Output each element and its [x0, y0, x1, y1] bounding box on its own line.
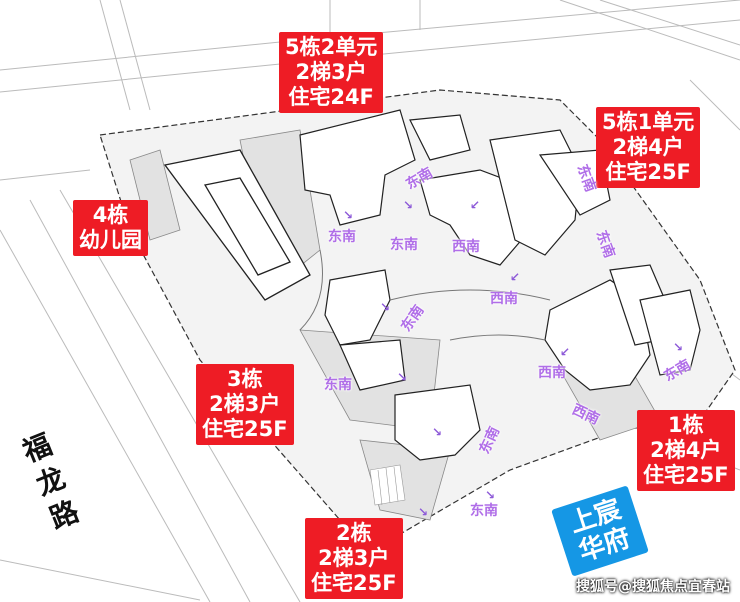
building-label-line: 2梯4户	[650, 438, 722, 462]
building-label-4: 4栋 幼儿园	[73, 200, 148, 256]
direction-arrow-icon: ↙	[470, 198, 481, 212]
building-label-1: 1栋 2梯4户 住宅25F	[637, 410, 735, 491]
direction-arrow-icon: ↙	[560, 345, 571, 359]
direction-arrow-icon: ↙	[510, 270, 521, 284]
building-label-line: 2梯3户	[318, 546, 390, 570]
orientation-label: 西南	[452, 239, 480, 255]
building-label-line: 5栋1单元	[602, 110, 695, 134]
direction-arrow-icon: ↘	[418, 505, 429, 519]
building-label-line: 2栋	[335, 521, 372, 545]
building-label-5-unit-2: 5栋2单元 2梯3户 住宅24F	[279, 32, 384, 113]
building-label-line: 住宅25F	[643, 463, 729, 487]
direction-arrow-icon: ↘	[343, 208, 354, 222]
direction-arrow-icon: ↘	[380, 300, 391, 314]
building-label-line: 住宅25F	[311, 571, 397, 595]
orientation-label: 东南	[470, 503, 498, 519]
building-label-line: 3栋	[226, 367, 263, 391]
orientation-label: 西南	[490, 291, 518, 307]
direction-arrow-icon: ↘	[403, 198, 414, 212]
direction-arrow-icon: ↘	[485, 488, 496, 502]
orientation-label: 东南	[328, 229, 356, 245]
building-label-2: 2栋 2梯3户 住宅25F	[305, 518, 403, 599]
building-label-line: 2梯4户	[612, 135, 684, 159]
building-label-line: 5栋2单元	[285, 35, 378, 59]
building-label-5-unit-1: 5栋1单元 2梯4户 住宅25F	[596, 107, 701, 188]
orientation-label: 东南	[390, 237, 418, 253]
internal-road	[299, 249, 551, 341]
building-label-line: 住宅25F	[605, 160, 691, 184]
direction-arrow-icon: ↘	[673, 340, 684, 354]
residential-footprints	[299, 109, 701, 461]
direction-arrow-icon: ↘	[397, 370, 408, 384]
orientation-label: 西南	[538, 365, 566, 381]
building-label-3: 3栋 2梯3户 住宅25F	[196, 364, 294, 445]
watermark: 搜狐号@搜狐焦点宜春站	[576, 579, 730, 595]
parking-grid	[369, 464, 406, 506]
building-label-line: 2梯3户	[295, 60, 367, 84]
building-label-line: 住宅25F	[202, 417, 288, 441]
building-label-line: 4栋	[92, 203, 129, 227]
building-label-line: 住宅24F	[288, 85, 374, 109]
orientation-label: 东南	[324, 377, 352, 393]
building-label-line: 1栋	[667, 413, 704, 437]
building-label-line: 幼儿园	[79, 228, 142, 252]
building-label-line: 2梯3户	[209, 392, 281, 416]
direction-arrow-icon: ↘	[432, 425, 443, 439]
kindergarten-footprint	[163, 149, 311, 301]
